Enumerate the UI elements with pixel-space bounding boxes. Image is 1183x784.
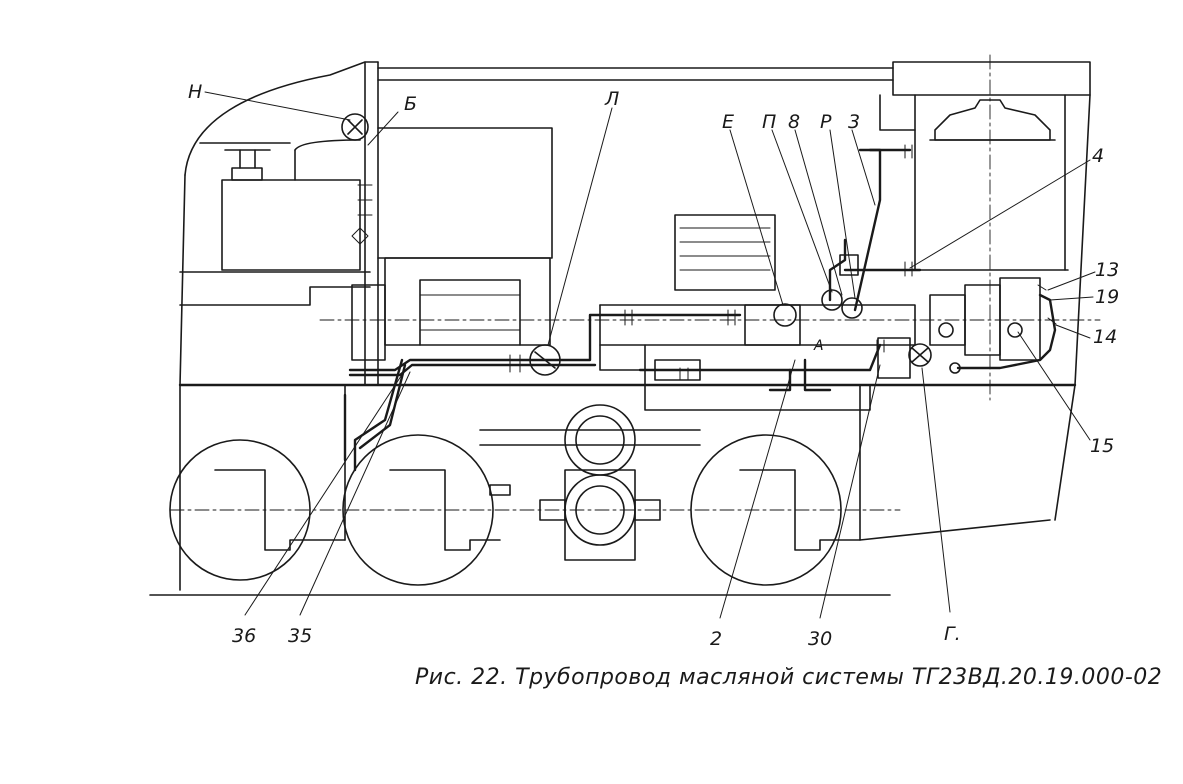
label-13: 13 <box>1095 259 1119 281</box>
label-b: Б <box>404 93 417 115</box>
figure-caption: Рис. 22. Трубопровод масляной системы ТГ… <box>415 665 1162 690</box>
wheel-3 <box>690 434 842 586</box>
tank <box>879 94 1056 141</box>
locomotive-body <box>149 61 1091 596</box>
transmission <box>599 214 916 411</box>
label-l: Л <box>604 88 619 110</box>
label-4: 4 <box>1092 145 1104 167</box>
label-g: Г. <box>944 623 961 645</box>
label-e: Е <box>722 111 734 133</box>
label-14: 14 <box>1093 326 1117 348</box>
label-30: 30 <box>808 628 832 650</box>
device-p-icon <box>821 289 843 311</box>
device-e-box <box>744 304 801 346</box>
label-2: 2 <box>710 628 722 650</box>
cab-wall <box>199 61 379 386</box>
device-e-icon <box>773 303 797 327</box>
device-r-icon <box>841 297 863 319</box>
label-h: Н <box>188 81 202 103</box>
device-l-icon <box>529 344 561 376</box>
label-8: 8 <box>788 111 800 133</box>
label-3: 3 <box>848 111 860 133</box>
device-h-icon <box>341 113 369 141</box>
devices <box>529 254 932 379</box>
label-p: П <box>762 111 776 133</box>
engine-block <box>351 127 553 361</box>
wheel-1 <box>169 439 311 581</box>
label-19: 19 <box>1095 286 1119 308</box>
wheels <box>169 404 861 586</box>
device-g-icon <box>908 343 932 367</box>
label-36: 36 <box>232 625 256 647</box>
oil-pipelines <box>343 144 1057 472</box>
labels: Н Б Л Е П 8 Р 3 4 13 19 14 15 36 35 2 30… <box>188 81 1119 650</box>
leader-lines <box>204 91 1096 619</box>
wheel-2 <box>342 434 494 586</box>
label-15: 15 <box>1090 435 1114 457</box>
label-r: Р <box>820 111 832 133</box>
label-a: А <box>813 338 824 354</box>
label-35: 35 <box>288 625 312 647</box>
